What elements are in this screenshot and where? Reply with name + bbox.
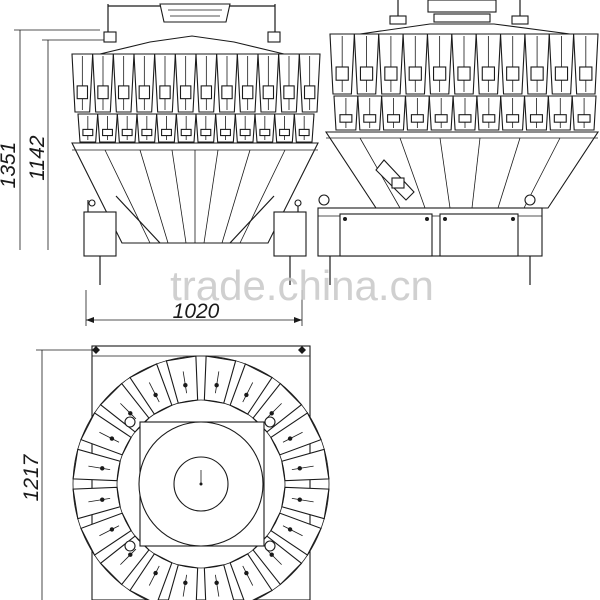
top-view [72, 345, 330, 600]
side-upper-bucket-row [329, 33, 599, 95]
top-view-diameter-label: 1217 [20, 453, 43, 501]
overall-height-label: 1351 [0, 142, 20, 189]
top-cone [99, 35, 285, 55]
body-height-label: 1142 [26, 135, 49, 180]
dimension-lines-front [14, 29, 303, 326]
front-view [71, 3, 321, 285]
side-funnel [324, 131, 600, 209]
front-lower-bucket-row [77, 113, 315, 143]
top-view-bucket-ring [72, 355, 330, 600]
width-label: 1020 [173, 300, 220, 323]
side-lower-bucket-row [333, 95, 597, 131]
dimension-lines-top [36, 349, 96, 600]
front-support-frame [83, 195, 307, 285]
front-upper-bucket-row [71, 53, 321, 113]
watermark: trade.china.cn [170, 262, 434, 309]
top-feeder [103, 3, 281, 43]
side-top-feeder [389, 0, 529, 25]
side-view [317, 0, 600, 285]
